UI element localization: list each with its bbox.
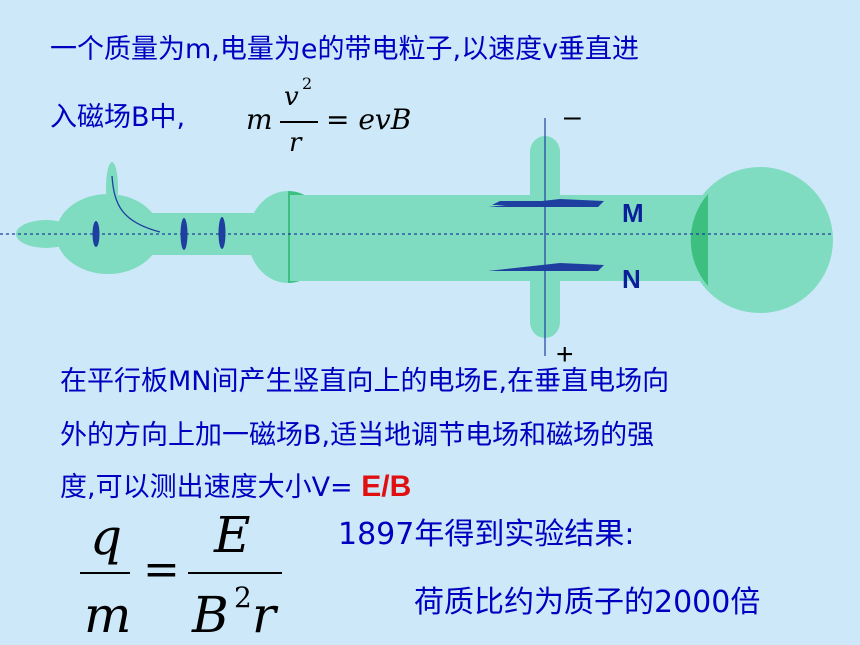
result-line-1: 1897年得到实验结果: [338, 517, 635, 552]
formula2-bar-left [80, 572, 130, 574]
electrode-1 [92, 221, 100, 247]
electrode-3 [218, 217, 226, 249]
paragraph-line-3: 度,可以测出速度大小V= E/B [60, 472, 411, 502]
plate-M-face [488, 199, 604, 207]
paragraph-line-2: 外的方向上加一磁场B,适当地调节电场和磁场的强 [60, 420, 655, 451]
formula2-r: r [252, 586, 276, 644]
formula2-exponent: 2 [234, 581, 252, 614]
formula2-m: m [84, 586, 132, 644]
plus-sign: + [556, 338, 574, 371]
tube-right-bulb [687, 167, 833, 313]
plate-N [488, 263, 604, 271]
tube-main [290, 195, 720, 281]
formula2-bar-right [188, 572, 282, 574]
paragraph-line-1: 在平行板MN间产生竖直向上的电场E,在垂直电场向 [60, 366, 670, 397]
electrode-2 [180, 218, 188, 250]
plate-N-label: N [622, 264, 641, 294]
tube-right-bulb-shade [690, 194, 708, 286]
formula1-rhs: = evB [326, 103, 412, 136]
paragraph-line-3-text: 度,可以测出速度大小V= [60, 472, 353, 503]
statement-line-2: 入磁场B中, [50, 102, 186, 133]
formula2-B: B [192, 586, 229, 644]
formula1-numerator: v [284, 82, 299, 112]
electron-path [111, 175, 161, 233]
formula1-m: m [246, 103, 273, 136]
formula2-q: q [90, 508, 123, 566]
velocity-answer: E/B [361, 470, 412, 503]
result-line-2: 荷质比约为质子的2000倍 [414, 585, 761, 620]
statement-line-1: 一个质量为m,电量为e的带电粒子,以速度v垂直进 [50, 34, 640, 65]
plate-M-label: M [622, 198, 644, 228]
formula1-fraction-bar [280, 121, 318, 123]
formula2-equals: = [143, 544, 180, 595]
formula1-denominator: r [289, 128, 302, 158]
formula1-exponent: 2 [302, 74, 313, 93]
minus-sign: – [564, 100, 581, 133]
formula2-E: E [214, 506, 251, 564]
